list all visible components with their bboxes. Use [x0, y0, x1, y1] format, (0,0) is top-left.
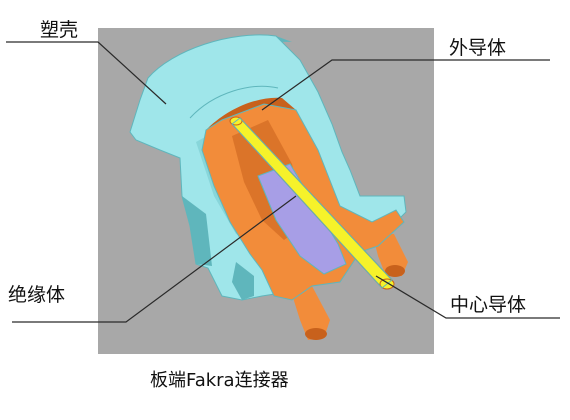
- label-plastic-shell: 塑壳: [40, 19, 79, 41]
- leader-outer-conductor: [261, 59, 550, 111]
- label-insulator: 绝缘体: [8, 284, 66, 306]
- leader-center-conductor: [375, 275, 560, 319]
- figure-caption: 板端Fakra连接器: [150, 370, 289, 391]
- label-outer-conductor: 外导体: [449, 37, 507, 59]
- leader-shell: [6, 41, 167, 105]
- label-center-conductor: 中心导体: [450, 294, 527, 316]
- leader-insulator: [12, 195, 297, 323]
- center-conductor: [229, 116, 395, 290]
- leader-lines: [6, 41, 560, 323]
